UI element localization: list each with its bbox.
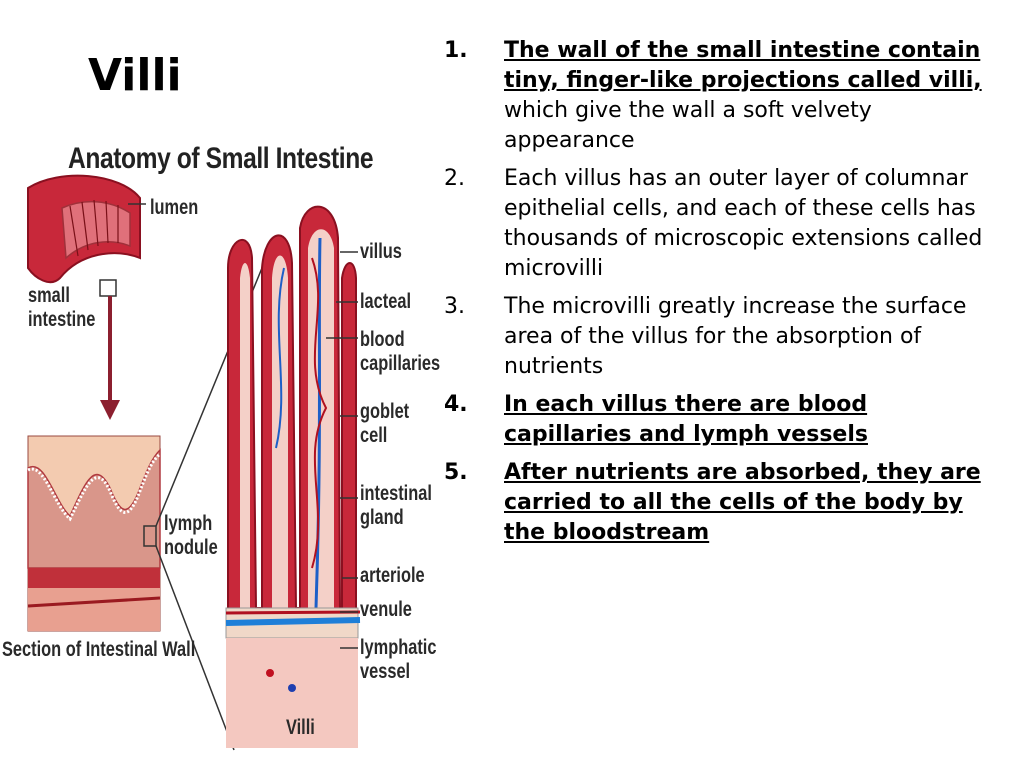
list-item: 1. The wall of the small intestine conta… [444, 36, 989, 156]
label-lymph: lymph [164, 512, 213, 535]
label-blood: blood [360, 328, 405, 351]
slide-title: Villi [88, 50, 182, 101]
label-cell: cell [360, 424, 388, 447]
label-goblet: goblet [360, 400, 410, 423]
label-intestine: intestine [28, 308, 96, 331]
point-text-bold: After nutrients are absorbed, they are c… [504, 460, 981, 545]
label-vessel: vessel [360, 660, 411, 683]
point-text-bold: In each villus there are blood capillari… [504, 392, 868, 447]
villi-anatomy-figure: Anatomy of Small Intestine lumen small i… [0, 128, 440, 758]
label-villus: villus [360, 240, 402, 263]
label-lacteal: lacteal [360, 290, 412, 313]
figure-title: Anatomy of Small Intestine [68, 142, 374, 175]
label-small: small [28, 284, 70, 307]
label-gland: gland [360, 506, 404, 529]
point-text: Each villus has an outer layer of column… [504, 166, 983, 281]
point-text: which give the wall a soft velvety appea… [504, 98, 872, 153]
point-text: The microvilli greatly increase the surf… [504, 294, 967, 379]
label-venule: venule [360, 598, 412, 621]
list-item: 2. Each villus has an outer layer of col… [444, 164, 989, 284]
label-intestinal: intestinal [360, 482, 432, 505]
villi-points-list: 1. The wall of the small intestine conta… [444, 36, 989, 556]
label-villi: Villi [286, 716, 315, 739]
label-capillaries: capillaries [360, 352, 441, 375]
label-lymphatic: lymphatic [360, 636, 437, 659]
intestine-illustration [27, 174, 361, 751]
list-item: 3. The microvilli greatly increase the s… [444, 292, 989, 382]
label-arteriole: arteriole [360, 564, 425, 587]
list-item: 4. In each villus there are blood capill… [444, 390, 989, 450]
list-number: 4. [444, 392, 468, 417]
list-number: 2. [444, 166, 465, 191]
list-item: 5. After nutrients are absorbed, they ar… [444, 458, 989, 548]
label-section: Section of Intestinal Wall [2, 638, 196, 661]
label-lumen: lumen [150, 196, 199, 219]
list-number: 5. [444, 460, 468, 485]
list-number: 3. [444, 294, 465, 319]
list-number: 1. [444, 38, 468, 63]
point-text-bold: The wall of the small intestine contain … [504, 38, 982, 93]
label-nodule: nodule [164, 536, 218, 559]
